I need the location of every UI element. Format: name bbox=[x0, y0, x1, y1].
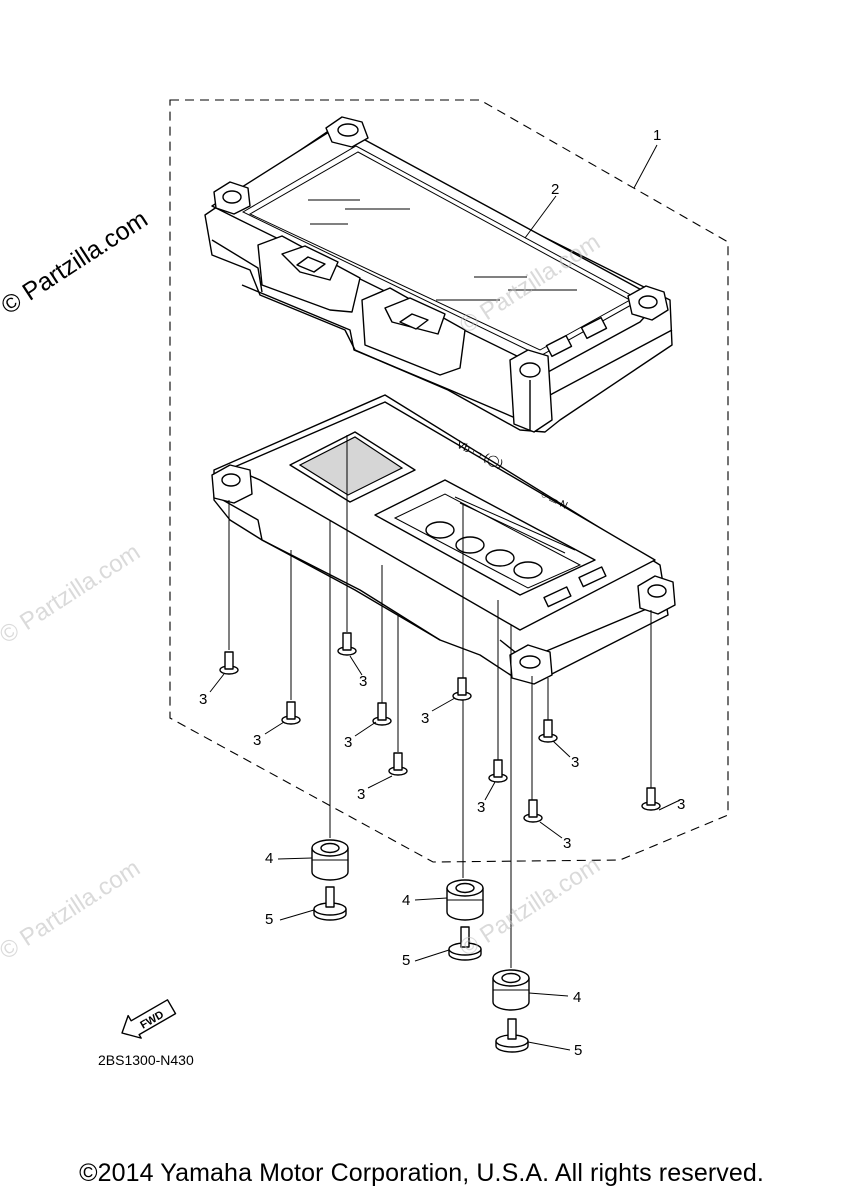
callout-5: 5 bbox=[402, 952, 411, 969]
boss-left bbox=[213, 181, 251, 215]
meter-cover bbox=[204, 116, 673, 433]
base-boss-bottom bbox=[509, 644, 553, 685]
callout-5: 5 bbox=[574, 1042, 583, 1059]
base-boss-right bbox=[637, 575, 676, 615]
fwd-label: FWD bbox=[138, 1009, 166, 1032]
drawing-code: 2BS1300-N430 bbox=[98, 1052, 194, 1068]
leaders-3 bbox=[209, 655, 681, 839]
dampers bbox=[311, 839, 530, 1011]
callout-3: 3 bbox=[571, 754, 580, 771]
leader-1 bbox=[633, 144, 658, 189]
callout-2: 2 bbox=[551, 181, 560, 198]
callout-1: 1 bbox=[653, 127, 662, 144]
callout-4: 4 bbox=[265, 850, 274, 867]
base-boss-left bbox=[211, 464, 253, 504]
callout-5: 5 bbox=[265, 911, 274, 928]
callout-3: 3 bbox=[359, 673, 368, 690]
callout-4: 4 bbox=[402, 892, 411, 909]
leader-2 bbox=[524, 195, 557, 239]
callout-3: 3 bbox=[563, 835, 572, 852]
boss-bottom bbox=[509, 349, 553, 433]
bolts bbox=[313, 886, 529, 1053]
boss-top bbox=[325, 116, 369, 148]
copyright-notice: ©2014 Yamaha Motor Corporation, U.S.A. A… bbox=[79, 1159, 764, 1187]
meter-base: Vb ▭ (◯) ○ ▭ N bbox=[211, 394, 676, 685]
callout-3: 3 bbox=[357, 786, 366, 803]
callout-3: 3 bbox=[677, 796, 686, 813]
callout-3: 3 bbox=[199, 691, 208, 708]
boss-right bbox=[627, 285, 669, 321]
callout-3: 3 bbox=[421, 710, 430, 727]
callout-3: 3 bbox=[344, 734, 353, 751]
screws bbox=[219, 632, 661, 823]
callout-3: 3 bbox=[477, 799, 486, 816]
fwd-arrow-icon: FWD bbox=[121, 999, 177, 1039]
leaders-4-5 bbox=[277, 857, 571, 1051]
callout-4: 4 bbox=[573, 989, 582, 1006]
callout-3: 3 bbox=[253, 732, 262, 749]
